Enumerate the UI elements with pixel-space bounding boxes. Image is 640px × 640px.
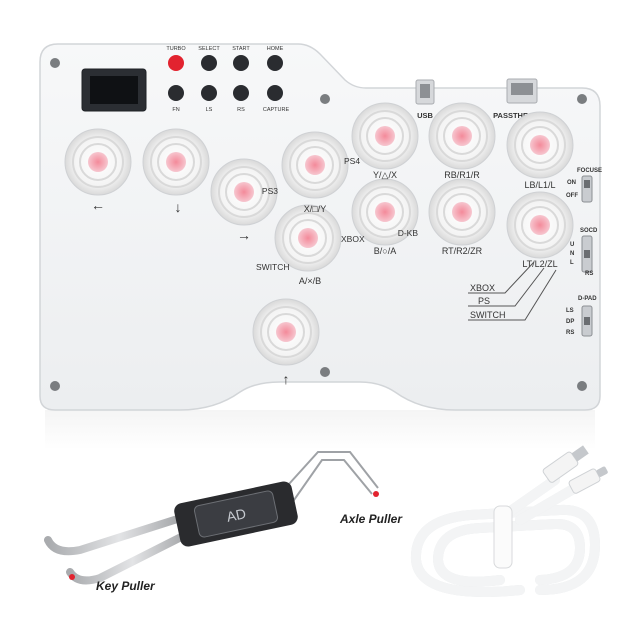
dpad-ls: LS (566, 308, 574, 314)
button-down[interactable] (142, 128, 210, 196)
key-puller-tool: AD (44, 451, 379, 585)
focus-title: FOCUSE (577, 168, 602, 174)
rs-button[interactable] (233, 85, 249, 101)
button-left[interactable] (64, 128, 132, 196)
button-lb[interactable] (506, 111, 574, 179)
socd-3: L (570, 260, 574, 266)
button-lt[interactable] (506, 191, 574, 259)
mode-ps4: PS4 (344, 156, 360, 166)
label-rb: RB/R1/R (444, 170, 480, 180)
select-button[interactable] (201, 55, 217, 71)
label-rt: RT/R2/ZR (442, 246, 483, 256)
side-switches (581, 175, 593, 337)
mode-legend (468, 261, 557, 321)
cable-strap (493, 505, 513, 569)
start-label: START (232, 46, 250, 52)
function-buttons (168, 55, 283, 101)
ls-button[interactable] (201, 85, 217, 101)
button-rt[interactable] (428, 178, 496, 246)
mode-ps3: PS3 (262, 186, 278, 196)
socd-2: N (570, 251, 574, 257)
socd-1: U (570, 242, 574, 248)
usb-label: USB (417, 111, 433, 120)
key-puller-label: Key Puller (96, 579, 156, 593)
capture-label: CAPTURE (263, 107, 290, 113)
legend-switch: SWITCH (470, 310, 506, 320)
capture-button[interactable] (267, 85, 283, 101)
label-right: → (237, 227, 251, 243)
label-y-tri-x: Y/△/X (373, 170, 397, 180)
button-x-sq-y[interactable] (281, 131, 349, 199)
button-a-x-b[interactable] (274, 204, 342, 272)
axle-puller-label: Axle Puller (339, 512, 403, 526)
label-down: ↓ (175, 199, 182, 215)
legend-xbox: XBOX (470, 283, 495, 293)
label-x-sq-y: X/□/Y (304, 204, 326, 214)
home-label: HOME (267, 46, 284, 52)
passthrough-label: PASSTHROUGH (493, 111, 551, 120)
usb-c-plug (568, 468, 601, 494)
button-right[interactable] (210, 158, 278, 226)
focus-off: OFF (566, 193, 578, 199)
select-label: SELECT (198, 46, 220, 52)
legend-ps: PS (478, 296, 490, 306)
focus-on: ON (567, 180, 576, 186)
label-up: ↑ (283, 371, 290, 387)
label-lb: LB/L1/L (524, 180, 555, 190)
label-a-x-b: A/×/B (299, 276, 321, 286)
turbo-button[interactable] (168, 55, 184, 71)
turbo-label: TURBO (166, 46, 186, 52)
mode-switch: SWITCH (256, 262, 290, 272)
tool-logo: AD (225, 505, 247, 525)
button-y-tri-x[interactable] (351, 102, 419, 170)
label-b-circ-a: B/○/A (374, 246, 396, 256)
button-rb[interactable] (428, 102, 496, 170)
focus-switch[interactable] (581, 175, 593, 203)
ls-label: LS (206, 107, 213, 113)
rs-label: RS (237, 107, 245, 113)
fn-button[interactable] (168, 85, 184, 101)
screw-icons (50, 58, 587, 391)
socd-title: SOCD (580, 228, 598, 234)
fn-label: FN (172, 107, 179, 113)
usb-cable (410, 475, 601, 597)
button-b-circ-a[interactable] (351, 178, 419, 246)
button-up[interactable] (252, 298, 320, 366)
mode-xbox: XBOX (341, 234, 365, 244)
label-left: ← (91, 197, 105, 213)
dpad-title: D-PAD (578, 296, 597, 302)
home-button[interactable] (267, 55, 283, 71)
arcade-buttons (64, 102, 574, 366)
dpad-dp: DP (566, 319, 574, 325)
start-button[interactable] (233, 55, 249, 71)
dpad-rs: RS (566, 330, 574, 336)
mode-kb: D-KB (398, 228, 419, 238)
socd-4: RS (585, 271, 593, 277)
label-lt: LT/L2/ZL (522, 259, 557, 269)
